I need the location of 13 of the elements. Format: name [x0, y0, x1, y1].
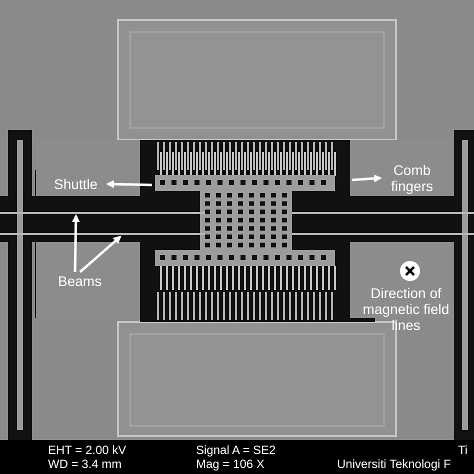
leader-arrow	[106, 180, 152, 188]
institution-name: Universiti Teknologi F	[337, 458, 451, 471]
sem-parameter: WD = 3.4 mm	[48, 458, 122, 471]
sem-parameter: Signal A = SE2	[196, 444, 276, 457]
leader-arrow	[352, 174, 382, 182]
sem-parameter: Ti	[458, 444, 468, 457]
leader-arrow	[79, 236, 122, 273]
sem-parameter: EHT = 2.00 kV	[48, 444, 126, 457]
leader-arrow	[72, 214, 80, 272]
annotation-text: Direction of magnetic field lines	[362, 285, 450, 333]
callout-label: Beams	[58, 273, 106, 289]
callout-label: Shuttle	[54, 176, 106, 192]
sem-parameter: Mag = 106 X	[196, 458, 264, 471]
